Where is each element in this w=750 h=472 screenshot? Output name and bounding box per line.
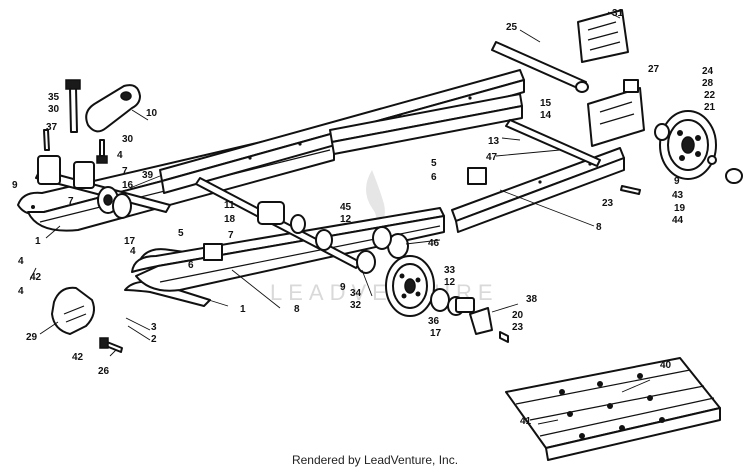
callout-19: 19 — [674, 203, 686, 214]
callout-45: 45 — [340, 202, 352, 213]
callout-9b: 9 — [340, 282, 346, 293]
callout-31: 31 — [612, 8, 624, 19]
slider-tip — [51, 286, 95, 335]
callout-4b: 4 — [18, 256, 24, 267]
callout-6b: 6 — [431, 172, 437, 183]
callout-2: 2 — [151, 334, 157, 345]
callout-30b: 30 — [122, 134, 134, 145]
callout-27: 27 — [648, 64, 660, 75]
front-cross-shaft — [35, 155, 171, 219]
callout-15: 15 — [540, 98, 552, 109]
callout-34: 34 — [350, 288, 362, 299]
callout-5b: 5 — [431, 158, 437, 169]
callout-30: 30 — [48, 104, 60, 115]
callout-12b: 12 — [444, 277, 456, 288]
callout-28: 28 — [702, 78, 714, 89]
callout-42: 42 — [30, 272, 42, 283]
callout-9c: 9 — [674, 176, 680, 187]
callout-23b: 23 — [512, 322, 524, 333]
adjuster-plates — [587, 79, 645, 147]
callout-7b: 7 — [68, 196, 74, 207]
callout-9: 9 — [12, 180, 18, 191]
track-bracket — [577, 9, 629, 63]
callout-38: 38 — [526, 294, 538, 305]
callout-17b: 17 — [430, 328, 442, 339]
callout-33: 33 — [444, 265, 456, 276]
callout-18: 18 — [224, 214, 236, 225]
callout-17: 17 — [124, 236, 136, 247]
callout-11: 11 — [224, 200, 235, 211]
callout-6: 6 — [188, 260, 194, 271]
callout-43: 43 — [672, 190, 684, 201]
callout-3: 3 — [151, 322, 157, 333]
callout-16: 16 — [122, 180, 134, 191]
callout-35: 35 — [48, 92, 60, 103]
stop-blocks — [203, 167, 487, 261]
callout-47: 47 — [486, 152, 498, 163]
bolts-upper-left — [43, 79, 108, 164]
callout-29: 29 — [26, 332, 38, 343]
callout-7c: 7 — [228, 230, 234, 241]
callout-8b: 8 — [596, 222, 602, 233]
leader-lines — [29, 11, 651, 425]
callout-26: 26 — [98, 366, 110, 377]
misc-bolts — [99, 185, 641, 353]
callout-46: 46 — [428, 238, 440, 249]
callout-42b: 42 — [72, 352, 84, 363]
callout-7: 7 — [122, 166, 128, 177]
callout-39: 39 — [142, 170, 154, 181]
right-rails — [329, 93, 625, 233]
callout-20: 20 — [512, 310, 524, 321]
callout-41: 41 — [520, 416, 532, 427]
callout-14: 14 — [540, 110, 552, 121]
callout-1: 1 — [35, 236, 41, 247]
callout-36: 36 — [428, 316, 440, 327]
rear-shafts — [491, 41, 601, 167]
mid-cross-shaft — [195, 177, 361, 269]
callout-4: 4 — [117, 150, 123, 161]
callout-37: 37 — [46, 122, 58, 133]
callout-24: 24 — [702, 66, 714, 77]
callout-40: 40 — [660, 360, 672, 371]
callout-5: 5 — [178, 228, 184, 239]
rear-idler-wheel — [654, 110, 743, 184]
callout-8: 8 — [294, 304, 300, 315]
idler-bracket-assembly — [430, 288, 493, 335]
callout-4c: 4 — [130, 246, 136, 257]
callout-44: 44 — [672, 215, 684, 226]
callouts: 1 1 2 3 4 4 4 4 5 5 6 6 7 7 7 8 8 9 9 9 … — [12, 8, 716, 427]
callout-13: 13 — [488, 136, 500, 147]
callout-12: 12 — [340, 214, 352, 225]
callout-21: 21 — [704, 102, 716, 113]
render-credit: Rendered by LeadVenture, Inc. — [291, 453, 459, 467]
callout-23: 23 — [602, 198, 614, 209]
callout-4d: 4 — [18, 286, 24, 297]
torque-arm — [85, 84, 141, 133]
callout-1b: 1 — [240, 304, 246, 315]
callout-32: 32 — [350, 300, 362, 311]
callout-10: 10 — [146, 108, 158, 119]
track-section — [505, 357, 721, 461]
callout-25: 25 — [506, 22, 518, 33]
callout-22: 22 — [704, 90, 716, 101]
middle-idler-wheel — [356, 226, 435, 317]
